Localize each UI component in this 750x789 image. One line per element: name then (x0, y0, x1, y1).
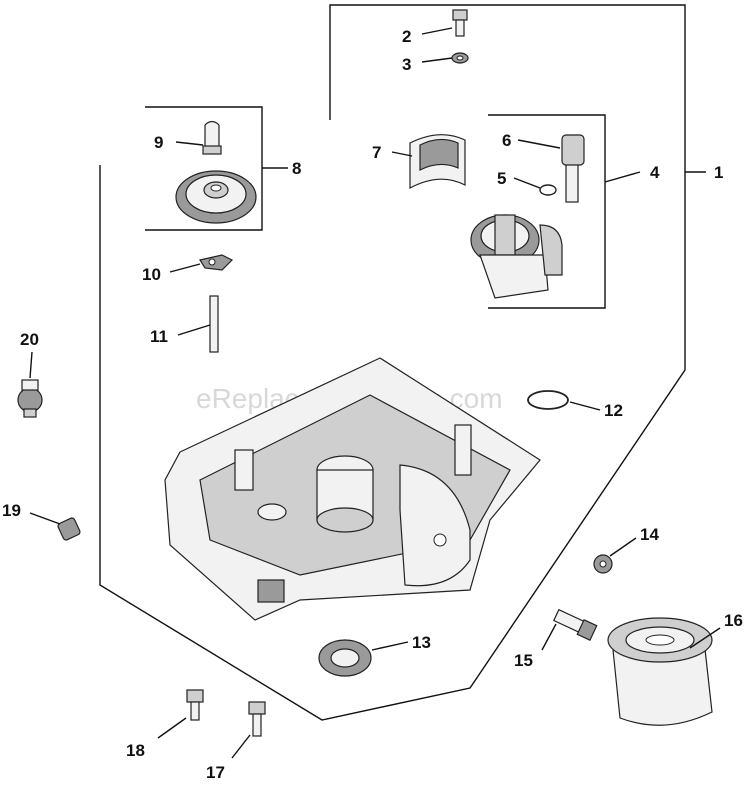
part-11-shaft (209, 295, 219, 353)
callout-18: 18 (126, 741, 145, 760)
part-13-oil-seal (318, 639, 372, 677)
assembly-1-outline (99, 4, 686, 721)
part-17-bolt (248, 701, 266, 737)
callout-16: 16 (724, 611, 743, 630)
part-20-sender (17, 379, 43, 418)
part-7-bearing (409, 134, 466, 189)
part-2-bolt (452, 9, 468, 37)
callout-9: 9 (154, 133, 163, 152)
part-10-cam (199, 254, 234, 271)
part-18-bolt (186, 689, 204, 721)
part-19-plug (57, 517, 81, 541)
callout-3: 3 (402, 55, 411, 74)
callout-2: 2 (402, 27, 411, 46)
leader-lines (29, 27, 721, 759)
crankcase-oil-pan (164, 357, 541, 621)
part-3-washer (451, 52, 469, 64)
part-5-oring (539, 184, 557, 196)
oil-pump (470, 214, 563, 299)
part-15-nipple (552, 608, 598, 642)
part-12-oring (527, 390, 569, 410)
callout-11: 11 (150, 327, 168, 346)
callout-13: 13 (412, 633, 431, 652)
callout-4: 4 (650, 163, 660, 182)
group-4-bracket (488, 114, 606, 309)
callout-6: 6 (502, 131, 511, 150)
callout-7: 7 (372, 143, 381, 162)
callout-10: 10 (142, 265, 161, 284)
callout-1: 1 (714, 163, 723, 182)
part-6-pickup (561, 134, 585, 203)
callout-5: 5 (497, 169, 506, 188)
callout-19: 19 (2, 501, 21, 520)
part-16-oil-filter (607, 617, 713, 726)
callout-8: 8 (292, 159, 301, 178)
governor-gear (175, 170, 257, 224)
part-9-governor-pin (202, 120, 222, 155)
callout-17: 17 (206, 763, 225, 782)
callout-14: 14 (640, 525, 659, 544)
callout-20: 20 (20, 330, 39, 349)
part-14-nut (593, 554, 613, 574)
callout-15: 15 (514, 651, 533, 670)
callout-12: 12 (604, 401, 623, 420)
